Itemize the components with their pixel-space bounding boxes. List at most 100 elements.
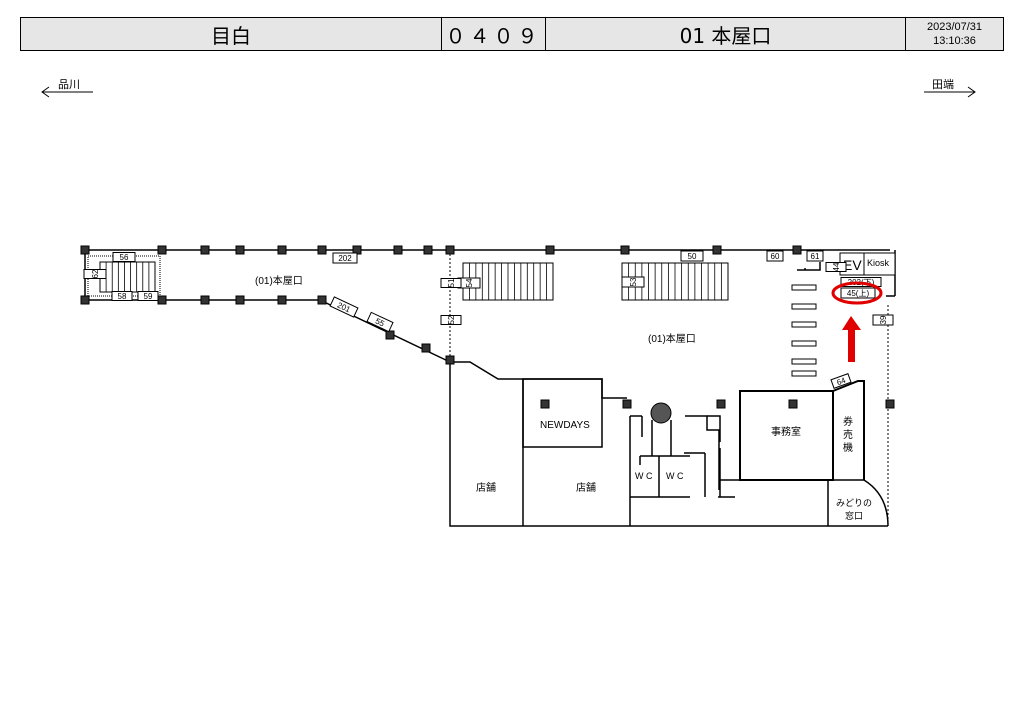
sign-s60[interactable]: 60 — [766, 250, 784, 262]
highlight-arrow-icon — [842, 316, 861, 362]
arrow-right-icon — [967, 86, 976, 98]
sign-label: 53 — [629, 277, 638, 286]
escalator-icon — [650, 402, 672, 424]
sign-label: 55 — [374, 316, 386, 328]
date: 2023/07/31 — [926, 21, 983, 33]
floor-markings — [791, 284, 817, 377]
pillar — [277, 245, 287, 255]
pillar — [317, 245, 327, 255]
ticket-machine-label: 機 — [843, 441, 853, 454]
pillar — [421, 343, 431, 353]
sign-label: 60 — [771, 252, 780, 261]
pillar — [622, 399, 632, 409]
sign-s55[interactable]: 55 — [366, 311, 394, 333]
pillar — [235, 295, 245, 305]
pillar — [445, 355, 455, 365]
pillar — [157, 245, 167, 255]
pillars — [80, 245, 895, 409]
arrow-left-icon — [41, 86, 50, 98]
sign-label: 50 — [688, 252, 697, 261]
sign-s50[interactable]: 50 — [680, 250, 704, 262]
newdays-label: NEWDAYS — [540, 420, 590, 431]
sign-s201[interactable]: 201 — [329, 296, 359, 318]
pillar — [445, 245, 455, 255]
ticket-machine-label: 券 — [843, 415, 853, 428]
shop-label: 店舗 — [476, 481, 496, 494]
kiosk-label: Kiosk — [867, 258, 890, 268]
sign-s62[interactable]: 62 — [83, 269, 107, 279]
bench — [791, 358, 817, 365]
sign-label: 58 — [118, 292, 127, 301]
sign-label: 54 — [465, 278, 474, 287]
pillar — [235, 245, 245, 255]
timestamp: 2023/07/31 13:10:36 — [906, 18, 1003, 50]
direction-right-label: 田端 — [932, 78, 954, 91]
station-name: 目白 — [21, 18, 442, 50]
sign-label: 62 — [91, 269, 100, 278]
bench — [791, 340, 817, 347]
kiosk — [863, 252, 896, 276]
midori-window-label: みどりの — [836, 498, 872, 508]
wc-label: W C — [666, 471, 684, 481]
pillar — [423, 245, 433, 255]
pillar — [200, 295, 210, 305]
sign-s61[interactable]: 61 — [806, 250, 824, 262]
sign-s64[interactable]: 64 — [830, 373, 852, 389]
station-code: ０４０９ — [442, 18, 546, 50]
sign-s53[interactable]: 53 — [621, 276, 645, 288]
sign-label: 64 — [835, 376, 847, 388]
pillar — [712, 245, 722, 255]
bench — [791, 303, 817, 310]
pillar — [545, 245, 555, 255]
pillar — [277, 295, 287, 305]
bench — [791, 321, 817, 328]
pillar — [540, 399, 550, 409]
time: 13:10:36 — [933, 35, 976, 47]
sign-label: 61 — [811, 252, 820, 261]
sign-s202[interactable]: 202 — [332, 252, 358, 264]
bench — [791, 284, 817, 291]
main-concourse-label: (01)本屋口 — [648, 332, 696, 345]
west-concourse-label: (01)本屋口 — [255, 274, 303, 287]
highlight-circle — [831, 281, 883, 305]
direction-left-label: 品川 — [58, 78, 80, 91]
sign-label: 202 — [338, 254, 352, 263]
pillar — [317, 295, 327, 305]
pillar — [385, 330, 395, 340]
wc-label: W C — [635, 471, 653, 481]
sign-s51[interactable]: 51 — [440, 278, 462, 288]
pillar — [885, 399, 895, 409]
pillar — [788, 399, 798, 409]
midori-window-label: 窓口 — [845, 510, 863, 521]
exit-name: 01 本屋口 — [546, 18, 906, 50]
sign-s52[interactable]: 52 — [440, 315, 462, 325]
pillar — [716, 399, 726, 409]
sign-s39[interactable]: 39 — [872, 314, 894, 326]
sign-s56[interactable]: 56 — [112, 252, 136, 263]
ticket-machine-label: 売 — [843, 428, 853, 441]
sign-s44[interactable]: 44 — [825, 262, 847, 272]
sign-label: 51 — [447, 278, 456, 287]
office-label: 事務室 — [771, 425, 801, 438]
sign-label: 52 — [447, 315, 456, 324]
sign-s59[interactable]: 59 — [137, 291, 159, 302]
pillar — [80, 295, 90, 305]
sign-label: 59 — [144, 292, 153, 301]
pillar — [792, 245, 802, 255]
sign-label: 39 — [879, 315, 888, 324]
pillar — [80, 245, 90, 255]
sign-label: 45(上) — [847, 289, 870, 298]
bench — [791, 370, 817, 377]
elevator-label: EV — [843, 257, 862, 273]
pillar — [157, 295, 167, 305]
sign-label: 56 — [120, 253, 129, 262]
shop-label: 店舗 — [576, 481, 596, 494]
pillar — [620, 245, 630, 255]
pillar — [393, 245, 403, 255]
sign-s45[interactable]: 45(上) — [840, 287, 876, 299]
pillar — [200, 245, 210, 255]
sign-label: 44 — [832, 262, 841, 271]
stair — [99, 261, 156, 293]
sign-s58[interactable]: 58 — [111, 291, 133, 302]
